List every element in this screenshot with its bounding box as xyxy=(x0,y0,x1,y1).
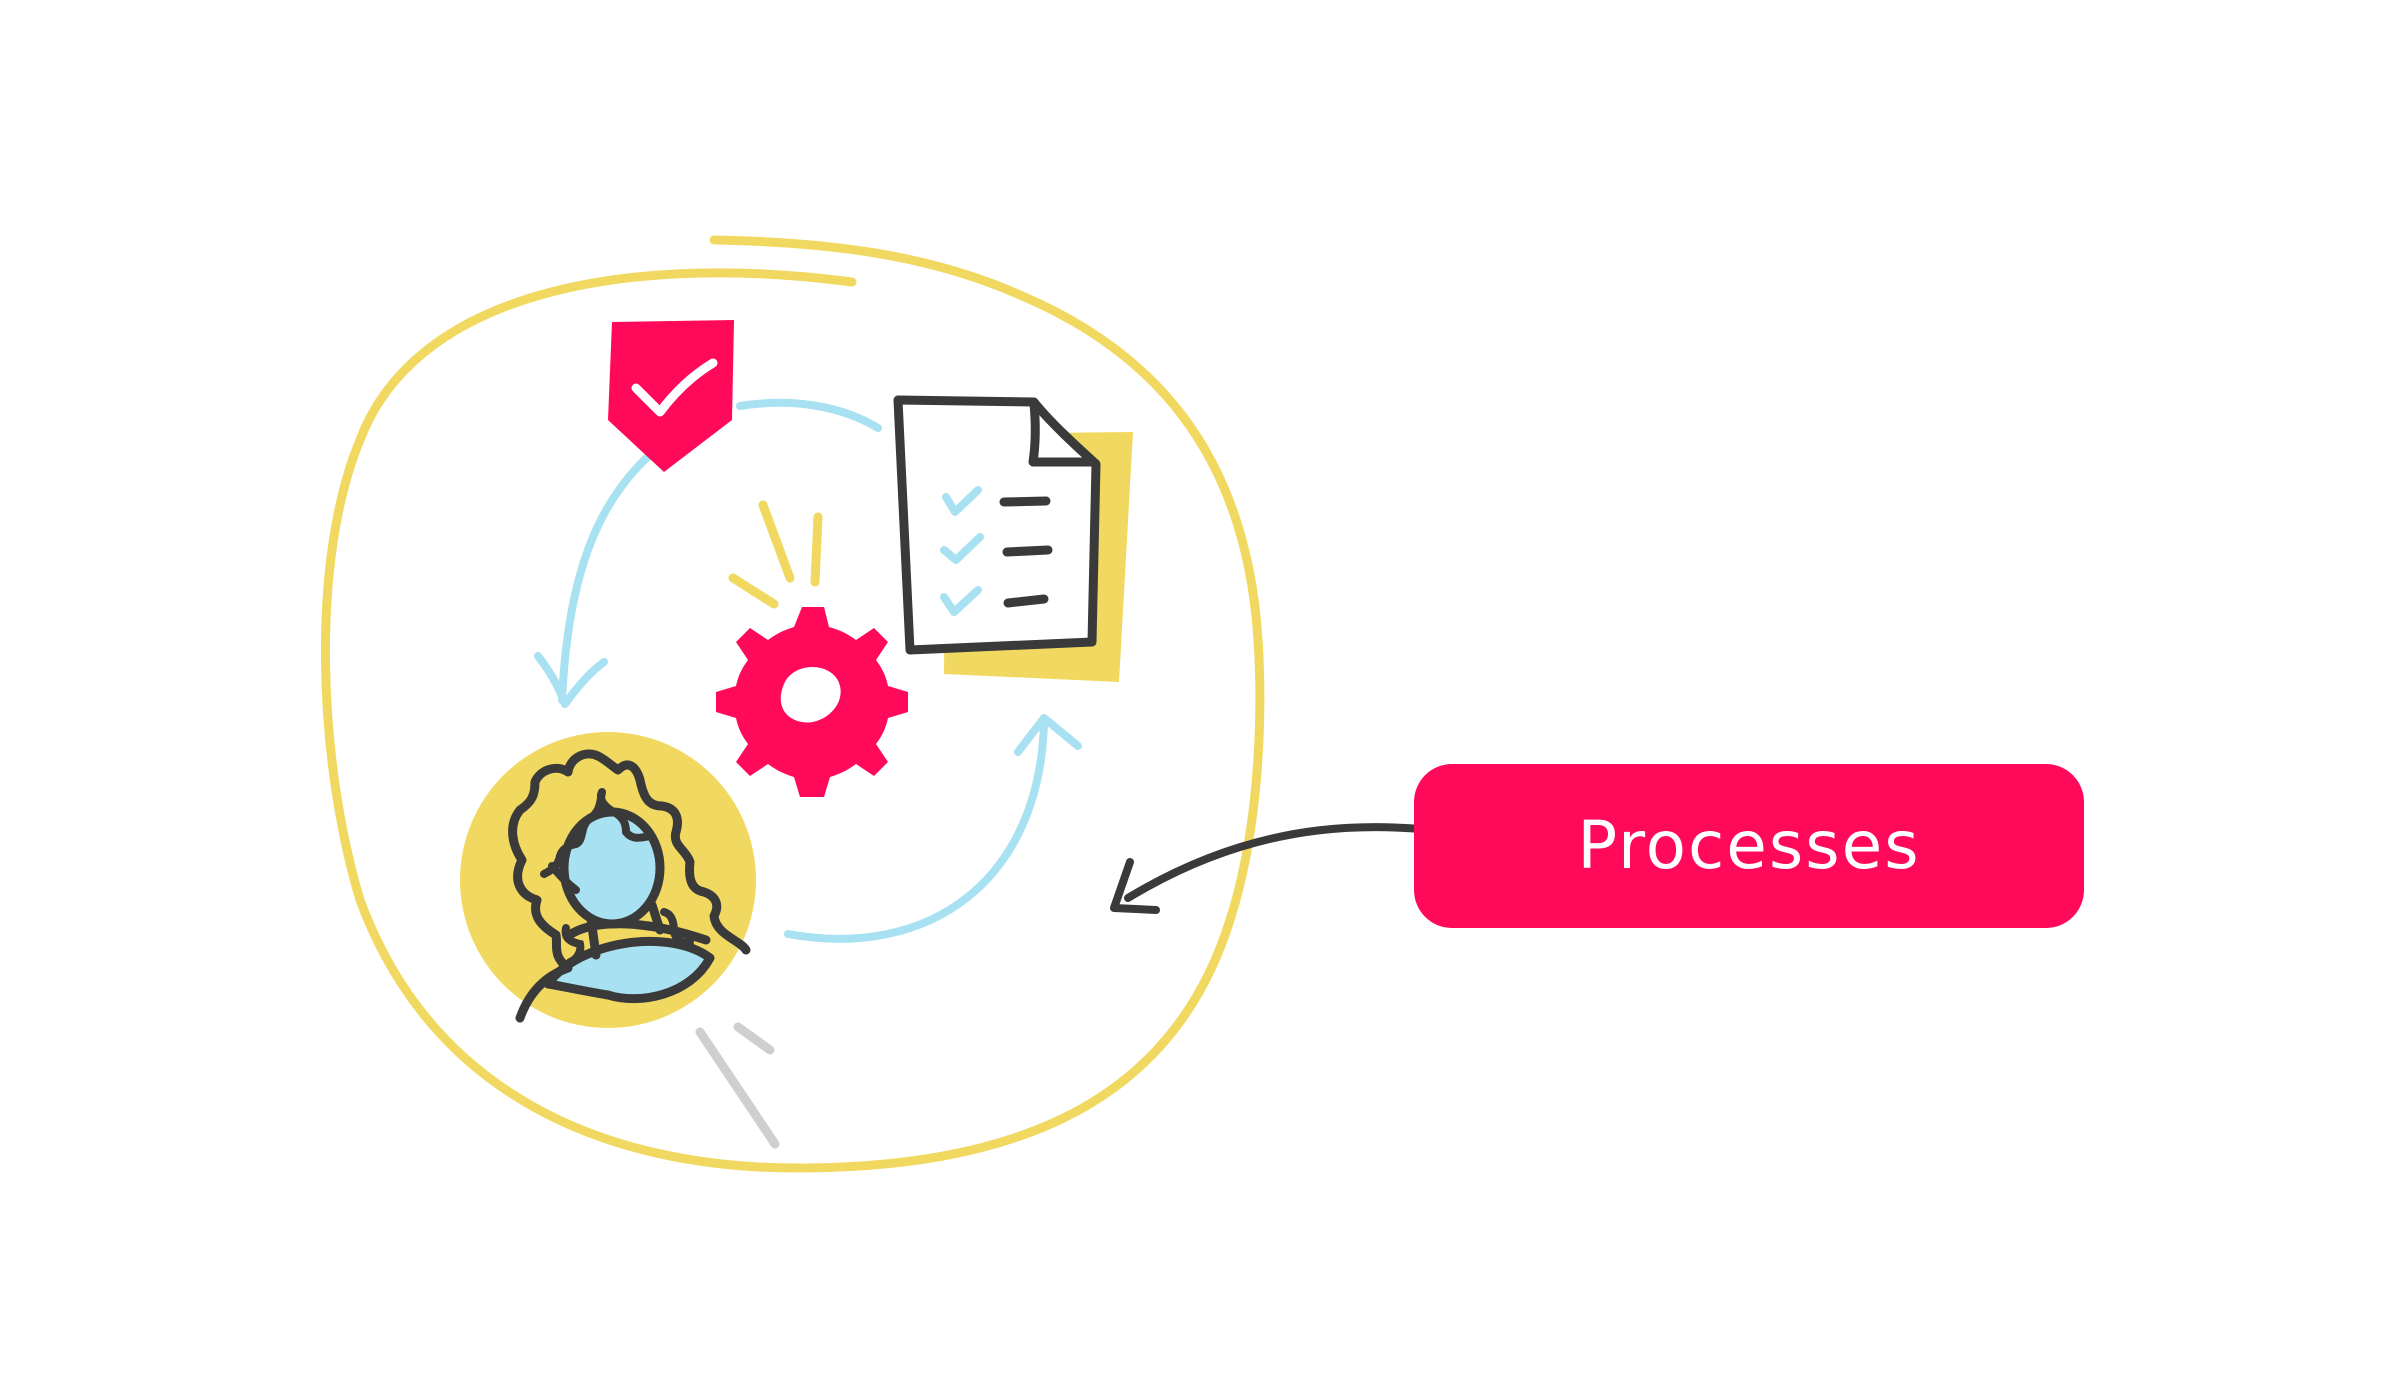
checkmark-shield-icon xyxy=(608,320,734,472)
yellow-loop-outline xyxy=(321,235,1265,1173)
spark-lines xyxy=(728,500,823,609)
processes-label-button[interactable]: Processes xyxy=(1414,764,2084,928)
processes-label-text: Processes xyxy=(1577,807,1921,884)
gear-icon xyxy=(716,607,908,797)
cycle-arrows-icon xyxy=(534,398,1082,943)
checklist-document-icon xyxy=(893,395,1133,682)
person-avatar-icon xyxy=(460,732,756,1028)
gray-tick-marks xyxy=(695,1022,780,1149)
